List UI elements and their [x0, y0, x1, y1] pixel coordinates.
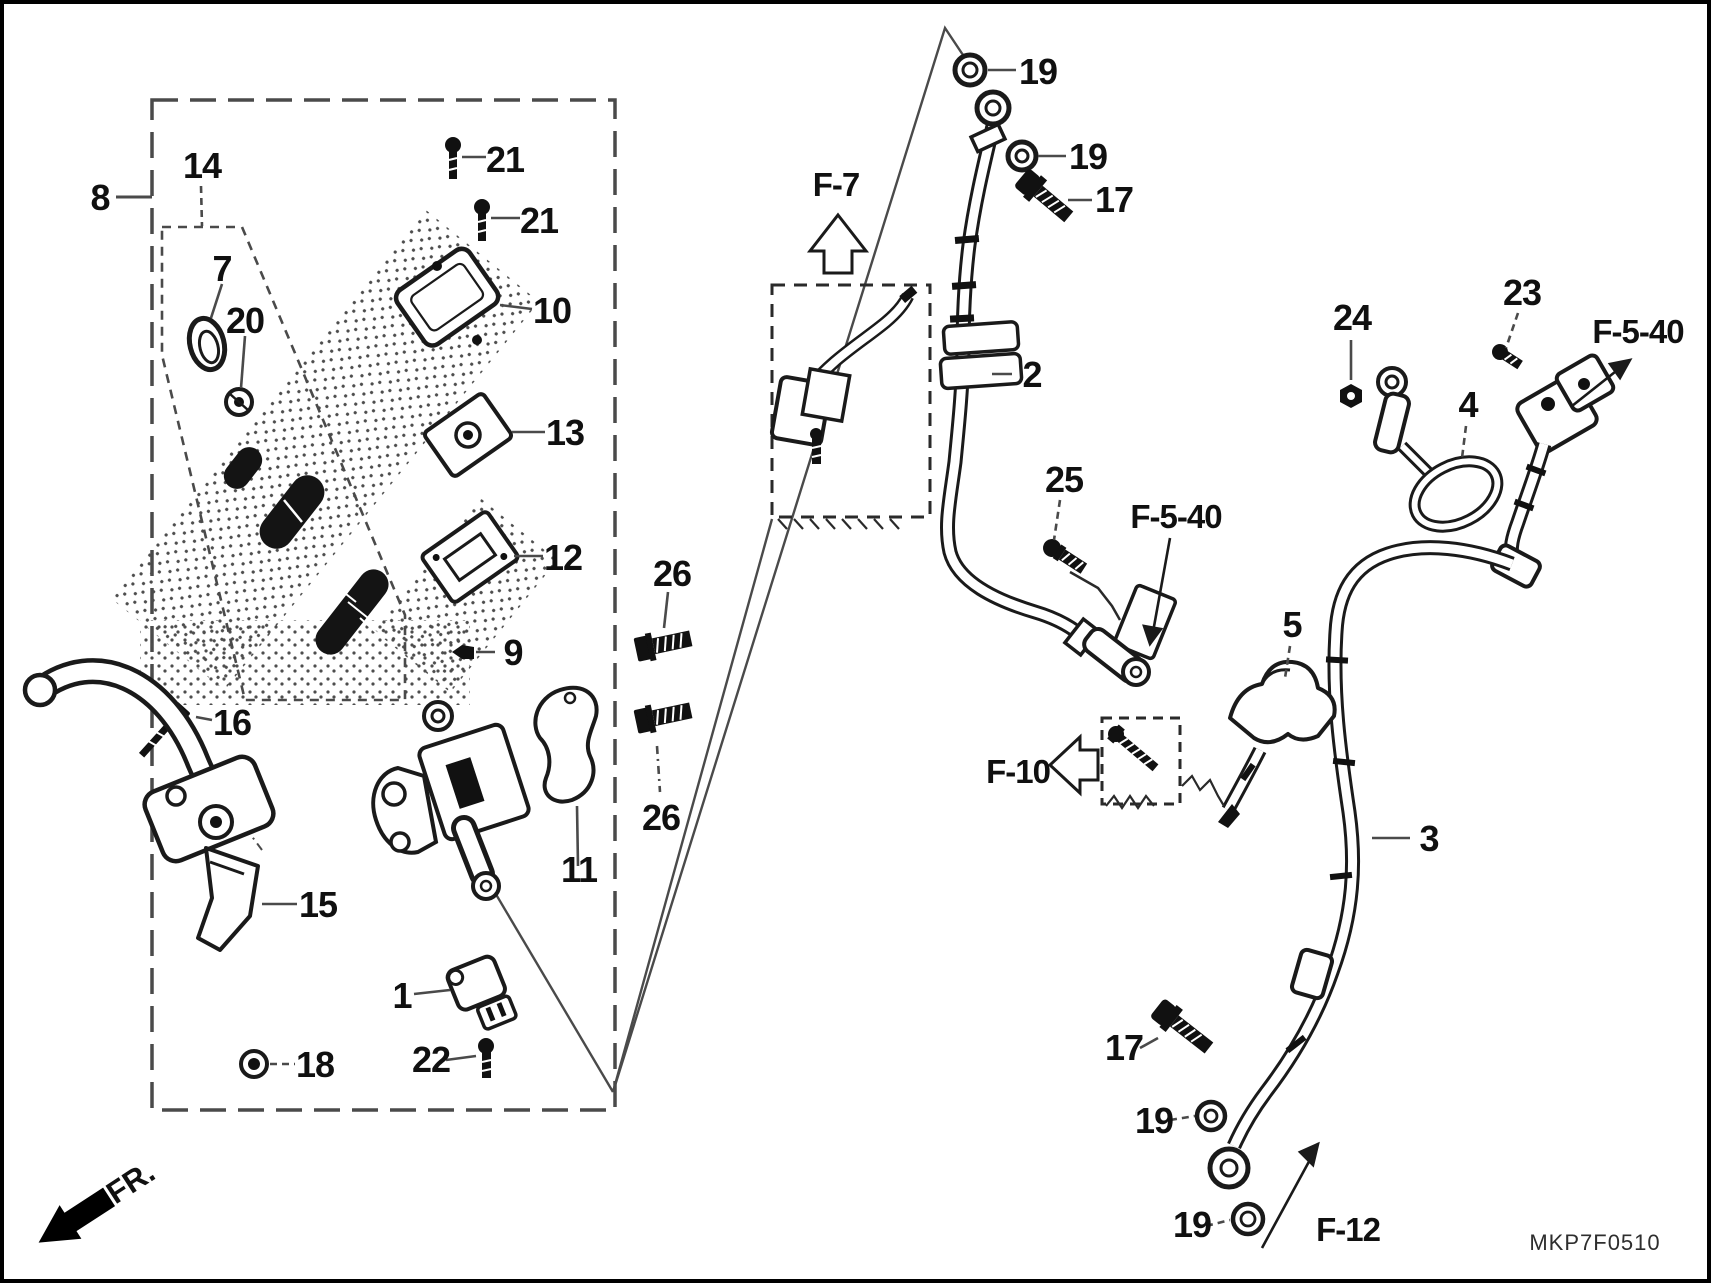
brake-hose-2: [938, 89, 1178, 687]
part-label-19-lower-a: 19: [1135, 1100, 1173, 1141]
small-bolt: [810, 428, 822, 440]
brake-switch-1: [445, 954, 518, 1031]
part-label-15: 15: [299, 884, 338, 925]
reference-arrows: [1142, 358, 1633, 1249]
oil-bolt-17-bottom: [1151, 999, 1214, 1054]
sealing-washer-19-lower-a: [1194, 1099, 1228, 1133]
diagram-code: MKP7F0510: [1529, 1230, 1660, 1255]
ref-label-f7: F-7: [813, 166, 860, 203]
seal-ring-7: [186, 315, 228, 373]
clamp-holder-11: [533, 685, 599, 804]
part-label-24: 24: [1333, 297, 1372, 338]
part-label-10: 10: [533, 290, 571, 331]
ref-label-f12: F-12: [1316, 1211, 1381, 1248]
ref-label-f540-left: F-5-40: [1130, 498, 1221, 535]
screw-21-top: [445, 137, 461, 179]
part-label-7: 7: [212, 248, 231, 289]
f10-detail: [1047, 716, 1225, 810]
f7-up-arrow-icon: [806, 212, 870, 275]
sealing-washer-19-second: [1005, 139, 1039, 173]
bolt-23: [1492, 344, 1523, 370]
front-arrow-icon: [38, 1187, 116, 1243]
part-label-23: 23: [1503, 272, 1541, 313]
master-cylinder-body: [371, 700, 531, 901]
part-label-13: 13: [546, 412, 584, 453]
part-label-5: 5: [1282, 604, 1302, 645]
part-label-17-bottom: 17: [1105, 1027, 1143, 1068]
flange-bolt-26-top: [633, 630, 693, 662]
part-label-21a: 21: [486, 139, 525, 180]
diaphragm-plate-12: [420, 510, 520, 604]
part-label-25: 25: [1045, 459, 1084, 500]
oil-bolt-17-top: [1015, 169, 1074, 223]
modulator-connector: [1490, 353, 1616, 589]
part-label-3: 3: [1419, 818, 1438, 859]
ref-label-f540-right: F-5-40: [1592, 313, 1683, 350]
part-label-9: 9: [503, 632, 522, 673]
union-elbow: [1218, 746, 1267, 828]
part-label-4: 4: [1458, 384, 1478, 425]
switch-screw-22: [478, 1038, 494, 1078]
sealing-washer-19-lower-b: [1230, 1201, 1266, 1237]
part-label-26-bottom: 26: [642, 797, 680, 838]
brake-lever-15: [22, 658, 276, 952]
part-label-22: 22: [412, 1039, 450, 1080]
grommet-20: [224, 387, 254, 417]
part-label-21b: 21: [520, 200, 559, 241]
front-direction-marker: FR.: [38, 1154, 161, 1243]
nut-18: [239, 1049, 269, 1079]
reservoir-cap-10: [393, 246, 501, 348]
part-label-14: 14: [183, 145, 222, 186]
part-label-1: 1: [392, 975, 412, 1016]
part-label-2: 2: [1022, 354, 1041, 395]
f10-left-arrow-icon: [1047, 733, 1100, 797]
hose-stay-4: [1397, 441, 1504, 533]
flange-bolt-26-bottom: [633, 702, 693, 734]
part-label-19-top: 19: [1019, 51, 1057, 92]
part-label-11: 11: [561, 849, 598, 890]
part-label-17-top: 17: [1095, 179, 1133, 220]
screw-21-bottom: [474, 199, 490, 241]
brake-hose-3: [1207, 540, 1515, 1190]
stay-bracket-24: [1340, 366, 1411, 455]
cap-plate-13: [422, 392, 514, 478]
leader-lines: [195, 68, 1520, 1228]
f7-detail-box: [769, 283, 932, 530]
piston-kit-outline: [160, 225, 407, 702]
part-label-12: 12: [544, 537, 582, 578]
hose-sleeve: [1289, 947, 1335, 1001]
part-label-8: 8: [90, 177, 109, 218]
sealing-washer-19-top: [952, 52, 988, 88]
part-label-19-second: 19: [1069, 136, 1107, 177]
part-label-16: 16: [213, 702, 251, 743]
ref-label-f10: F-10: [986, 753, 1050, 790]
hose-clamp-plate: [938, 351, 1024, 391]
hose-clamp-plate: [941, 320, 1021, 356]
part-label-26-top: 26: [653, 553, 691, 594]
part-label-20: 20: [226, 300, 264, 341]
pin-9: [452, 645, 474, 659]
hose-clamp-5: [1228, 659, 1337, 745]
bolt-25: [1043, 539, 1088, 574]
part-label-18: 18: [296, 1044, 334, 1085]
mount-bolt: [1107, 724, 1159, 772]
part-label-19-lower-b: 19: [1173, 1204, 1211, 1245]
piston-spring-set-14: [223, 447, 389, 655]
